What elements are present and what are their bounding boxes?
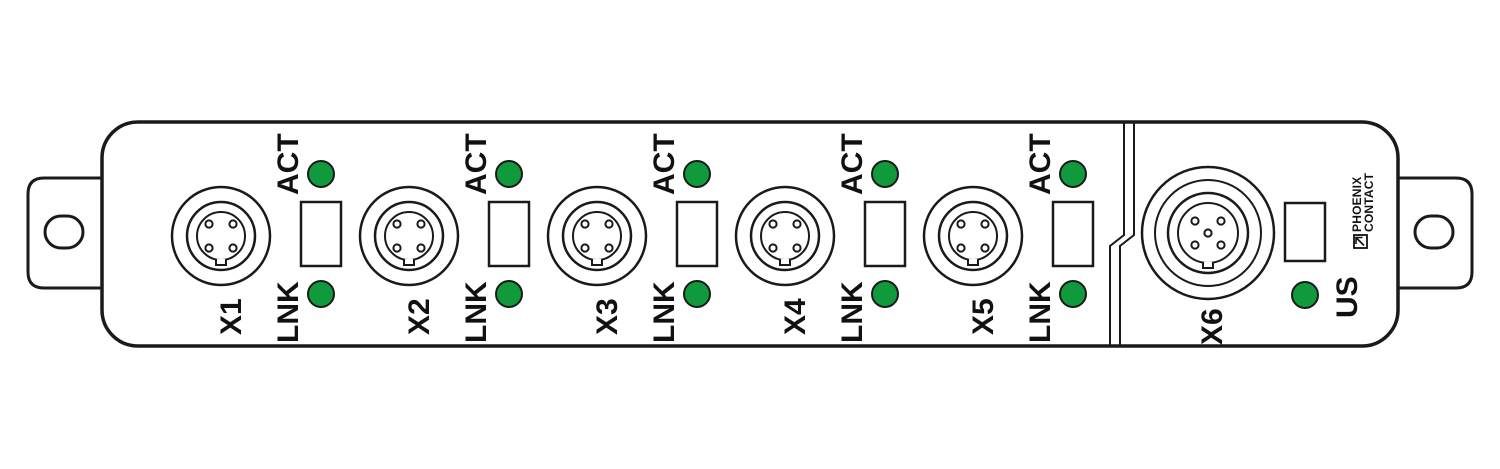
connector-pin bbox=[580, 219, 590, 229]
label-window bbox=[863, 200, 907, 268]
port-x2: ACT LNK X2 bbox=[358, 133, 531, 343]
port-x5: ACT LNK X5 bbox=[922, 133, 1095, 343]
act-label: ACT bbox=[836, 133, 869, 195]
act-led bbox=[683, 160, 711, 188]
lnk-led bbox=[1059, 280, 1087, 308]
connector-pin bbox=[416, 243, 426, 253]
phoenix-contact-logo: PHOENIX CONTACT bbox=[1350, 172, 1376, 249]
label-window bbox=[675, 200, 719, 268]
connector-pin bbox=[768, 243, 778, 253]
lnk-label: LNK bbox=[272, 281, 305, 343]
port-label: X4 bbox=[779, 298, 812, 335]
connector-pin bbox=[204, 243, 214, 253]
act-label: ACT bbox=[648, 133, 681, 195]
mounting-hole-right bbox=[1413, 214, 1455, 250]
mounting-ear-left bbox=[26, 176, 104, 290]
connector-pin bbox=[768, 219, 778, 229]
lnk-label: LNK bbox=[460, 281, 493, 343]
connector-pin bbox=[392, 243, 402, 253]
connector-pin bbox=[980, 219, 990, 229]
port-x4: ACT LNK X4 bbox=[734, 133, 907, 343]
label-window bbox=[1051, 200, 1095, 268]
connector-pin bbox=[792, 243, 802, 253]
connector-pin bbox=[1203, 228, 1213, 238]
port-x1: ACT LNK X1 bbox=[170, 133, 343, 343]
connector-pin bbox=[956, 243, 966, 253]
connector-pin bbox=[204, 219, 214, 229]
lnk-label: LNK bbox=[648, 281, 681, 343]
m12-connector-x6 bbox=[1140, 165, 1276, 301]
act-label: ACT bbox=[1024, 133, 1057, 195]
brand-line2: CONTACT bbox=[1362, 172, 1376, 232]
brand-line1: PHOENIX bbox=[1350, 177, 1364, 232]
connector-pin bbox=[228, 243, 238, 253]
connector-pin bbox=[980, 243, 990, 253]
m12-connector-x5 bbox=[922, 185, 1024, 287]
port-x3: ACT LNK X3 bbox=[546, 133, 719, 343]
act-led bbox=[307, 160, 335, 188]
lnk-led bbox=[683, 280, 711, 308]
connector-pin bbox=[604, 243, 614, 253]
connector-pin bbox=[956, 219, 966, 229]
connector-pin bbox=[392, 219, 402, 229]
connector-pin bbox=[1216, 216, 1226, 226]
m12-connector-x3 bbox=[546, 185, 648, 287]
ethernet-ports: ACT LNK X1 ACT LNK X2 ACT LNK X3 ACT LNK X4 ACT LNK X5 bbox=[170, 133, 1095, 343]
port-label: X2 bbox=[403, 298, 436, 335]
connector-pin bbox=[228, 219, 238, 229]
connector-pin bbox=[580, 243, 590, 253]
label-window bbox=[299, 200, 343, 268]
connector-pin bbox=[416, 219, 426, 229]
port-label: X1 bbox=[215, 298, 248, 335]
lnk-led bbox=[495, 280, 523, 308]
connector-pin bbox=[604, 219, 614, 229]
lnk-led bbox=[871, 280, 899, 308]
lnk-label: LNK bbox=[836, 281, 869, 343]
m12-connector-x1 bbox=[170, 185, 272, 287]
us-led bbox=[1291, 281, 1319, 309]
act-led bbox=[495, 160, 523, 188]
power-port-section: US X6 bbox=[1140, 165, 1364, 345]
connector-pin bbox=[1190, 216, 1200, 226]
section-separator bbox=[1109, 123, 1125, 345]
mounting-hole-left bbox=[43, 214, 85, 250]
act-label: ACT bbox=[460, 133, 493, 195]
port-label: X5 bbox=[967, 298, 1000, 335]
act-label: ACT bbox=[272, 133, 305, 195]
connector-pin bbox=[1216, 240, 1226, 250]
label-window bbox=[487, 200, 531, 268]
mounting-ear-right bbox=[1396, 176, 1474, 290]
act-led bbox=[871, 160, 899, 188]
port-label: X3 bbox=[591, 298, 624, 335]
port-label: X6 bbox=[1196, 308, 1229, 345]
m12-connector-x2 bbox=[358, 185, 460, 287]
lnk-led bbox=[307, 280, 335, 308]
label-window bbox=[1283, 201, 1327, 263]
lnk-label: LNK bbox=[1024, 281, 1057, 343]
us-label: US bbox=[1331, 276, 1364, 318]
m12-connector-x4 bbox=[734, 185, 836, 287]
act-led bbox=[1059, 160, 1087, 188]
connector-pin bbox=[792, 219, 802, 229]
connector-pin bbox=[1190, 240, 1200, 250]
